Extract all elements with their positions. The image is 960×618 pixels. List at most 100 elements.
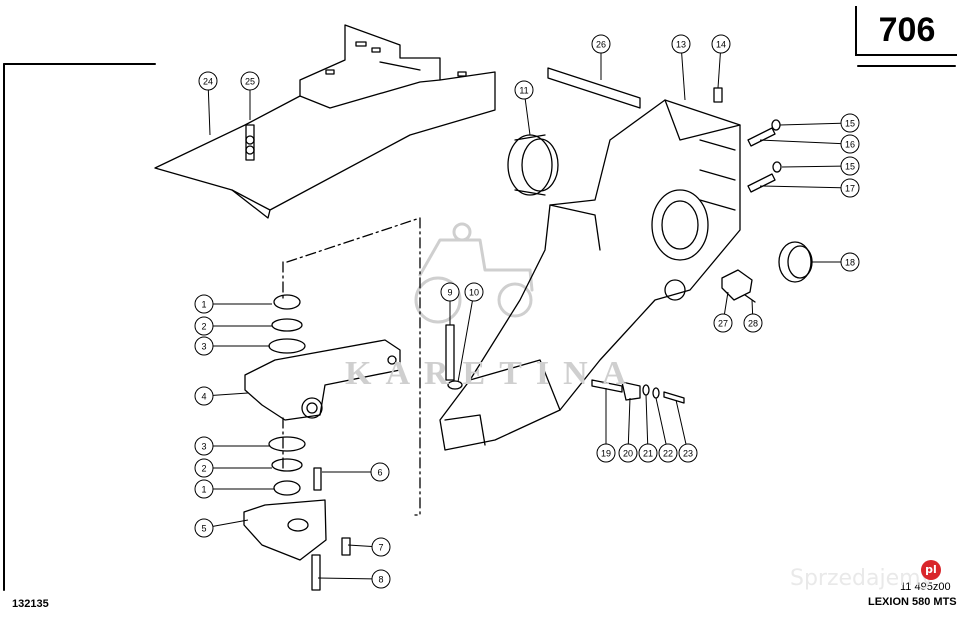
callout-circle: [440, 282, 460, 302]
callout-leader-17: [759, 185, 842, 189]
tractor-watermark-icon: [414, 222, 534, 324]
callout-circle: [464, 282, 484, 302]
callout-circle: [514, 80, 534, 100]
callout-leader-22: [655, 397, 667, 445]
callout-circle: [840, 178, 860, 198]
bearing-stack-lower: [268, 436, 306, 496]
callout-23: 23: [678, 443, 698, 463]
callout-circle: [678, 443, 698, 463]
callout-number: 18: [845, 258, 855, 268]
callout-leader-8: [317, 577, 373, 580]
callout-9: 9: [440, 282, 460, 302]
callout-2: 2: [194, 458, 214, 478]
callout-number: 9: [447, 288, 452, 298]
callout-20: 20: [618, 443, 638, 463]
callout-11: 11: [514, 80, 534, 100]
callout-circle: [840, 134, 860, 154]
callout-leader-10: [457, 300, 473, 383]
bolt-part-9: [445, 324, 455, 381]
callout-15: 15: [840, 156, 860, 176]
knuckle-part-4: [244, 339, 401, 421]
callout-circle: [743, 313, 763, 333]
callout-circle: [713, 313, 733, 333]
brand-badge: pl: [921, 560, 941, 580]
callout-leader-28: [751, 299, 754, 315]
callout-number: 5: [201, 524, 206, 534]
callout-number: 1: [201, 300, 206, 310]
callout-15: 15: [840, 113, 860, 133]
callout-22: 22: [658, 443, 678, 463]
page-number: 706: [855, 6, 957, 56]
plate-part-20: [621, 381, 641, 401]
screw-part-28: [744, 294, 756, 303]
brand-watermark: Sprzedajemy: [790, 566, 934, 591]
callout-leader-7: [347, 544, 373, 547]
strip-part-26: [547, 67, 641, 109]
axle-housing-part-13: [439, 99, 741, 451]
watermark-text: KARETINA: [345, 355, 641, 392]
callout-19: 19: [596, 443, 616, 463]
screw-part-7: [341, 537, 351, 556]
callout-number: 8: [378, 575, 383, 585]
washer-part-10: [447, 380, 463, 390]
reference-number: 11 495z00: [900, 581, 951, 593]
callout-18: 18: [840, 252, 860, 272]
callout-circle: [194, 294, 214, 314]
callout-number: 17: [845, 184, 855, 194]
callout-number: 22: [663, 449, 673, 459]
callout-leader-15: [779, 122, 842, 126]
callout-circle: [840, 156, 860, 176]
callout-circle: [658, 443, 678, 463]
callout-number: 15: [845, 162, 855, 172]
callout-number: 2: [201, 464, 206, 474]
callout-circle: [194, 386, 214, 406]
callout-number: 4: [201, 392, 206, 402]
screw-part-23: [663, 391, 685, 404]
callout-number: 1: [201, 485, 206, 495]
callout-number: 10: [469, 288, 479, 298]
callout-26: 26: [591, 34, 611, 54]
callout-number: 21: [643, 449, 653, 459]
callout-number: 26: [596, 40, 606, 50]
callout-7: 7: [371, 537, 391, 557]
callout-circle: [711, 34, 731, 54]
bearing-stack-upper: [268, 294, 306, 354]
callout-number: 24: [203, 77, 213, 87]
callout-leader-13: [681, 52, 686, 101]
callout-circle: [194, 336, 214, 356]
callout-circle: [371, 537, 391, 557]
callout-circle: [194, 479, 214, 499]
callout-leader-11: [524, 98, 531, 136]
callout-6: 6: [370, 462, 390, 482]
callout-number: 20: [623, 449, 633, 459]
callout-2: 2: [194, 316, 214, 336]
callout-number: 27: [718, 319, 728, 329]
callout-3: 3: [194, 336, 214, 356]
callout-28: 28: [743, 313, 763, 333]
screw-part-25: [245, 124, 255, 161]
callout-10: 10: [464, 282, 484, 302]
callout-14: 14: [711, 34, 731, 54]
callout-circle: [671, 34, 691, 54]
callout-3: 3: [194, 436, 214, 456]
bushing-part-11: [507, 134, 559, 196]
callout-4: 4: [194, 386, 214, 406]
callout-circle: [194, 436, 214, 456]
pin-part-14: [713, 87, 723, 103]
callout-number: 28: [748, 319, 758, 329]
callout-leader-24: [207, 89, 211, 136]
callout-number: 14: [716, 40, 726, 50]
bracket-part-5: [243, 467, 327, 561]
callout-8: 8: [371, 569, 391, 589]
screw-part-16: [747, 127, 776, 147]
callout-circle: [194, 316, 214, 336]
callout-leader-21: [645, 394, 649, 445]
callout-5: 5: [194, 518, 214, 538]
callout-number: 15: [845, 119, 855, 129]
callout-number: 25: [245, 77, 255, 87]
callout-number: 23: [683, 449, 693, 459]
callout-number: 19: [601, 449, 611, 459]
callout-number: 2: [201, 322, 206, 332]
